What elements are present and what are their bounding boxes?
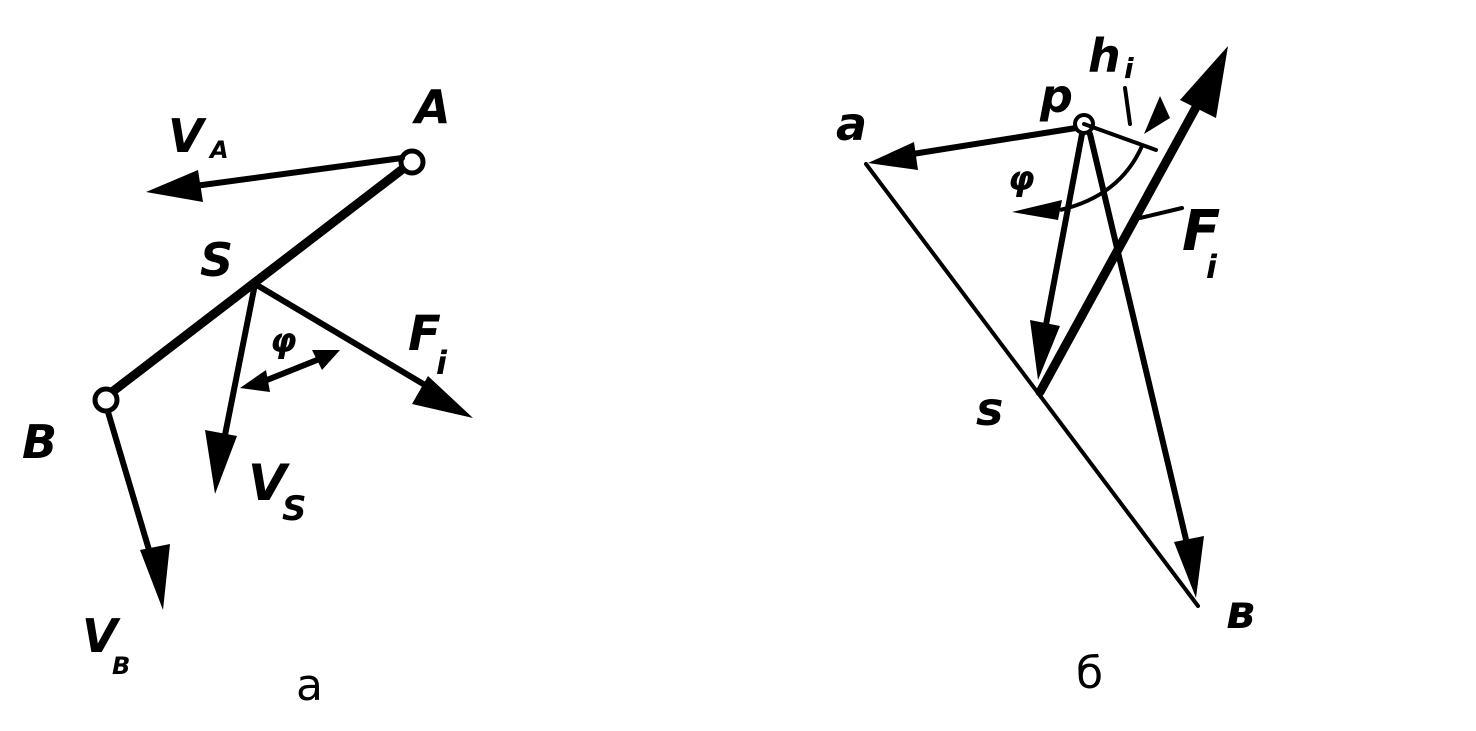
line-a-b xyxy=(864,162,1200,608)
label-p: p xyxy=(1039,69,1073,123)
label-vs-sub: S xyxy=(282,489,307,529)
vector-pa xyxy=(897,125,1079,159)
diagram-b: a p h i φ F i s в б xyxy=(836,29,1255,699)
angle-phi-arc-b xyxy=(1059,145,1144,212)
vector-pb-arrowhead xyxy=(1174,536,1204,598)
perpendicular-hi xyxy=(1082,122,1158,152)
force-fi-vector-b xyxy=(1035,95,1205,397)
force-fi-vector xyxy=(252,281,433,391)
vector-ps-arrowhead xyxy=(1030,320,1060,380)
joint-a xyxy=(398,148,426,176)
hi-pointer-left xyxy=(1123,86,1132,126)
label-phi: φ xyxy=(270,321,297,361)
angle-phi-arrowhead-left xyxy=(240,370,270,392)
label-b-lower: в xyxy=(1226,585,1255,639)
vector-ps xyxy=(1042,131,1085,333)
link-ab xyxy=(107,163,409,397)
label-phi-b: φ xyxy=(1008,159,1035,199)
label-a-lower: a xyxy=(836,97,867,151)
caption-a: а xyxy=(296,660,323,711)
angle-phi-arc xyxy=(259,355,325,385)
label-s-lower: s xyxy=(976,382,1003,436)
label-a: A xyxy=(412,80,451,134)
label-fi-sub: i xyxy=(436,344,448,382)
joint-b xyxy=(92,386,120,414)
label-fi-b: F xyxy=(1182,199,1220,264)
label-va-sub: A xyxy=(208,136,229,164)
velocity-s-vector xyxy=(221,281,258,443)
caption-b: б xyxy=(1076,648,1103,699)
label-b: B xyxy=(22,415,57,469)
label-s: S xyxy=(200,233,233,287)
vector-pb xyxy=(1087,131,1191,551)
angle-phi-arrowhead-right xyxy=(312,350,340,370)
hi-pointer-arrowhead xyxy=(1144,96,1170,134)
fi-leader-line xyxy=(1138,206,1184,220)
label-va: V xyxy=(168,109,207,163)
angle-phi-arrowhead-b xyxy=(1012,200,1062,220)
force-fi-arrowhead-b xyxy=(1180,46,1228,118)
label-fi-b-sub: i xyxy=(1206,248,1218,286)
label-vb-sub: B xyxy=(112,652,130,680)
force-fi-arrowhead xyxy=(412,376,473,418)
velocity-a-vector xyxy=(177,155,405,191)
velocity-s-arrowhead xyxy=(205,430,237,494)
label-hi-sub: i xyxy=(1124,52,1134,85)
diagram-a: A B S V A V B V S F i φ а xyxy=(22,80,473,711)
label-vb: V xyxy=(82,609,121,663)
label-fi: F xyxy=(408,306,441,362)
velocity-b-vector xyxy=(105,409,155,563)
label-hi: h xyxy=(1088,29,1121,83)
velocity-a-arrowhead xyxy=(146,170,203,202)
vector-pa-arrowhead xyxy=(868,142,918,170)
velocity-b-arrowhead xyxy=(140,544,170,610)
label-vs: V xyxy=(248,454,290,512)
